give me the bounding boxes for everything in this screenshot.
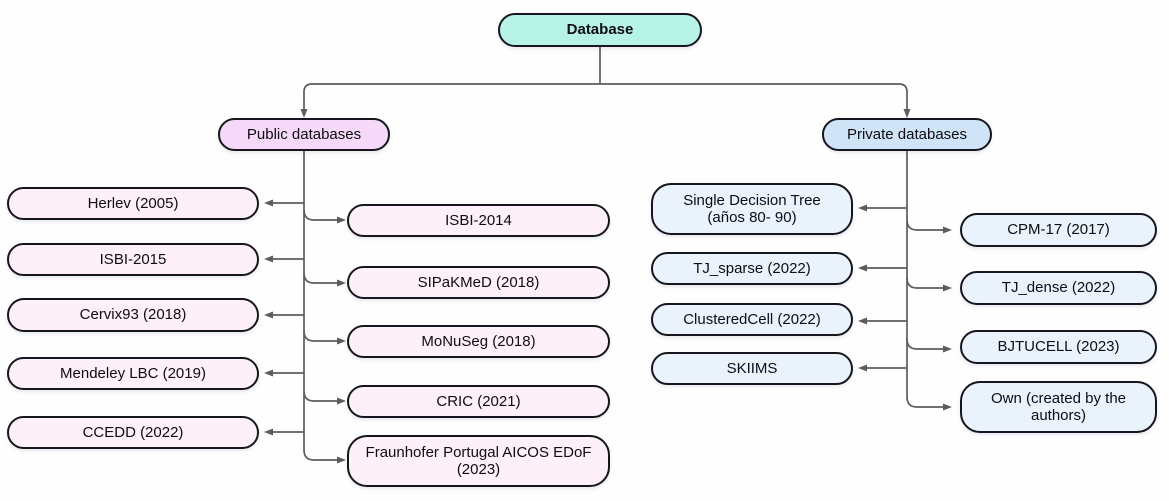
connector-public-trunk [303,151,346,464]
node-monuseg: MoNuSeg (2018) [347,325,610,358]
connector-public-right-3 [303,330,346,345]
node-isbi-2015: ISBI-2015 [7,243,259,276]
connector-root-to-public [300,83,600,118]
node-skiims: SKIIMS [651,352,853,385]
node-bjtucell: BJTUCELL (2023) [960,330,1157,364]
node-database-root: Database [498,13,702,47]
node-public-databases: Public databases [218,118,390,151]
connector-root-to-private [600,83,911,118]
connector-private-right-3 [906,338,952,353]
node-own-authors: Own (created by the authors) [960,381,1157,433]
connector-public-right-4 [303,390,346,405]
node-isbi-2014: ISBI-2014 [347,204,610,237]
node-fraunhofer-edof: Fraunhofer Portugal AICOS EDoF (2023) [347,435,610,487]
node-cric: CRIC (2021) [347,385,610,418]
node-cervix93: Cervix93 (2018) [7,298,259,332]
node-private-databases: Private databases [822,118,992,151]
connector-public-right-2 [303,272,346,287]
node-tj-sparse: TJ_sparse (2022) [651,252,853,285]
node-ccedd: CCEDD (2022) [7,416,259,449]
node-herlev: Herlev (2005) [7,187,259,220]
node-single-decision-tree: Single Decision Tree (años 80- 90) [651,183,853,235]
node-sipakmed: SIPaKMeD (2018) [347,266,610,299]
connector-public-right-1 [303,209,346,224]
node-cpm-17: CPM-17 (2017) [960,213,1157,247]
node-clusteredcell: ClusteredCell (2022) [651,303,853,336]
connector-private-right-1 [906,219,952,234]
connector-private-trunk [906,151,952,411]
connector-private-right-2 [906,277,952,292]
node-mendeley-lbc: Mendeley LBC (2019) [7,357,259,390]
node-tj-dense: TJ_dense (2022) [960,271,1157,305]
